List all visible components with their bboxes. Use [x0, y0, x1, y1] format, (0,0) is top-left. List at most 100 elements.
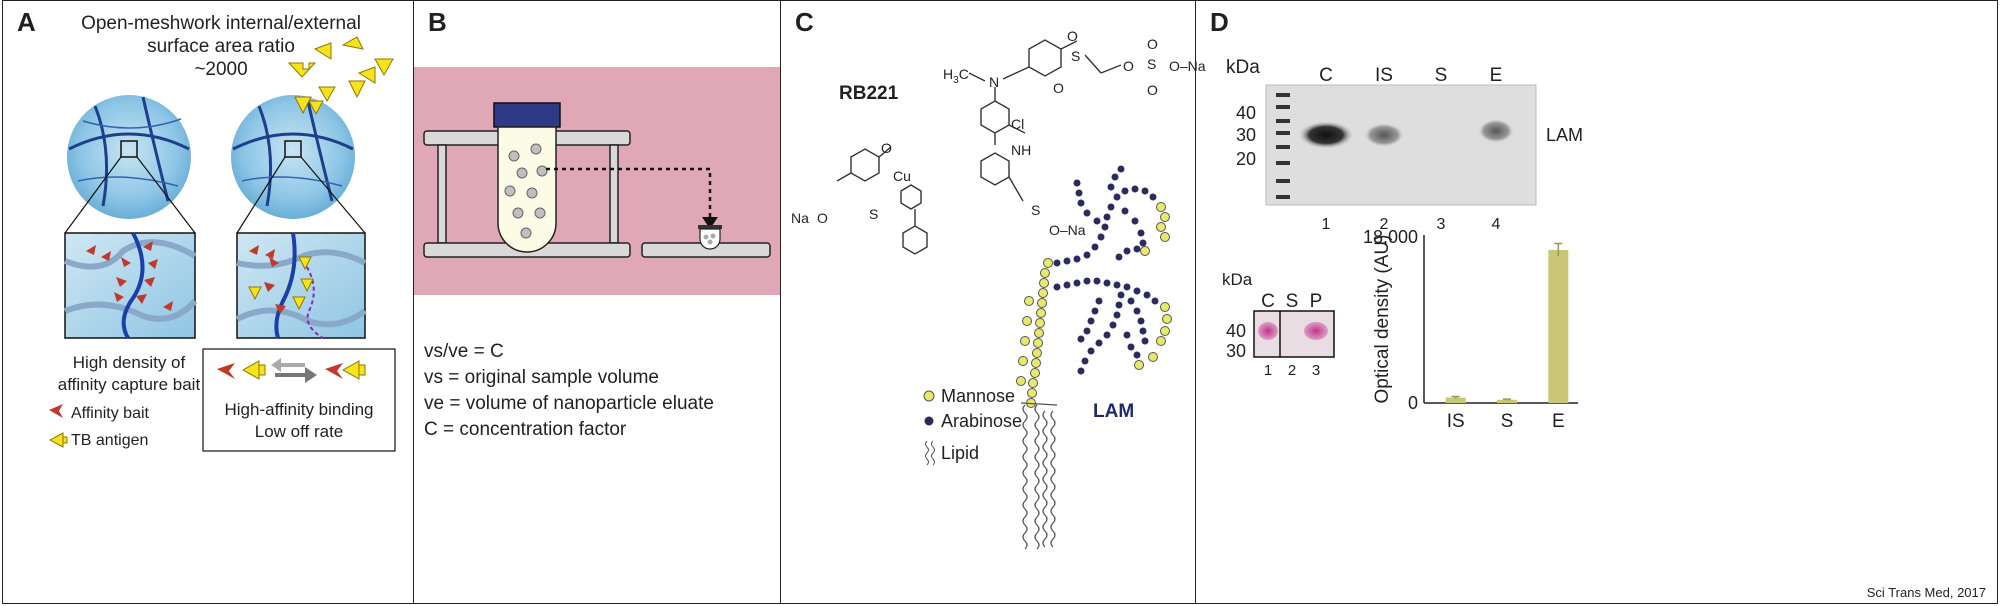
- bait-density-caption-line-2: affinity capture bait: [58, 375, 201, 394]
- atom-s-left: S: [869, 206, 878, 222]
- small-blot-lane-c: C: [1261, 291, 1275, 312]
- lipid-legend-icon: [925, 440, 935, 466]
- panel-b-figure: B vs/ve = C vs = original sample volume …: [414, 7, 780, 440]
- pink-background: [414, 67, 780, 295]
- structure-atom-labels: H3C N S O O O S O O O–Na Cl NH Cu O S Na…: [791, 28, 1206, 238]
- mannose-legend-icon: [923, 390, 935, 402]
- blot-kda-label: kDa: [1226, 57, 1260, 78]
- arabinose-branches: [1053, 165, 1159, 375]
- bar-e: [1548, 249, 1569, 403]
- atom-na-left: Na: [791, 210, 809, 226]
- panel-b: B vs/ve = C vs = original sample volume …: [413, 0, 781, 604]
- atom-h3c: H3C: [943, 66, 969, 86]
- panel-c: C RB221 H3C N S O O O S O O O–Na Cl NH C…: [780, 0, 1206, 604]
- optical-density-bar-chart: 18,000 0 Optical density (AU) IS S E: [1363, 227, 1578, 432]
- definition-vs: vs = original sample volume: [424, 367, 659, 388]
- y-axis-label: Optical density (AU): [1372, 235, 1393, 404]
- small-blot-kda-label: kDa: [1222, 270, 1253, 289]
- panel-c-letter: C: [795, 7, 814, 37]
- legend-tb-antigen: TB antigen: [71, 432, 148, 449]
- blot-lane-e: E: [1490, 65, 1503, 86]
- small-blot-lane-s: S: [1286, 291, 1299, 312]
- band-lane-4: [1478, 119, 1514, 143]
- definition-c: C = concentration factor: [424, 419, 627, 440]
- panel-a-title-line-1: Open-meshwork internal/external: [81, 13, 361, 34]
- lane-number-4: 4: [1492, 216, 1501, 233]
- lam-glycolipid: [1016, 165, 1172, 550]
- lam-label: LAM: [1093, 401, 1134, 422]
- band-lane-1: [1298, 121, 1354, 149]
- bar-s: [1497, 399, 1517, 403]
- error-bar-is: [1451, 395, 1460, 399]
- panel-b-letter: B: [428, 7, 447, 37]
- small-lane-number-3: 3: [1312, 362, 1320, 379]
- marker-20: 20: [1236, 149, 1256, 169]
- atom-s-right: S: [1031, 202, 1040, 218]
- blot-lane-s: S: [1435, 65, 1448, 86]
- lipid-anchor: [1020, 402, 1058, 550]
- y-tick-zero: 0: [1408, 393, 1418, 413]
- binding-caption-line-2: Low off rate: [255, 422, 344, 441]
- equation-concentration: vs/ve = C: [424, 341, 504, 362]
- blot-band-lam-label: LAM: [1546, 125, 1583, 145]
- atom-o-3: O: [1123, 58, 1134, 74]
- arrow-head-icon: [702, 217, 718, 229]
- x-tick-e: E: [1552, 411, 1565, 432]
- legend-mannose: Mannose: [941, 386, 1015, 406]
- affinity-bait-icon: [49, 404, 63, 418]
- x-tick-s: S: [1501, 411, 1514, 432]
- blot-lane-is: IS: [1375, 65, 1393, 86]
- bait-density-caption-line-1: High density of: [73, 353, 186, 372]
- panel-a-title-line-2: surface area ratio: [147, 36, 295, 57]
- atom-cu: Cu: [893, 168, 911, 184]
- transfer-dotted-arrow: [546, 167, 712, 217]
- error-bar-e: [1554, 242, 1563, 257]
- small-stained-blot: [1253, 310, 1335, 358]
- zoom-box-left: [63, 232, 198, 340]
- small-blot-lane-p: P: [1310, 291, 1323, 312]
- marker-30: 30: [1236, 125, 1256, 145]
- panel-a-figure: A Open-meshwork internal/external surfac…: [17, 7, 396, 452]
- eluate-vial: [698, 225, 722, 250]
- tb-antigen-icon: [48, 432, 68, 448]
- arabinose-legend-icon: [924, 416, 934, 426]
- atom-n-amine: N: [989, 74, 999, 90]
- atom-o-5: O: [1147, 82, 1158, 98]
- marker-40: 40: [1236, 103, 1256, 123]
- legend-arabinose: Arabinose: [941, 411, 1022, 431]
- panel-c-figure: C RB221 H3C N S O O O S O O O–Na Cl NH C…: [791, 7, 1206, 550]
- panel-d: D kDa C IS S E 40 30 20 LAM 1 2 3 4 kDa …: [1195, 0, 1998, 604]
- legend-affinity-bait: Affinity bait: [71, 405, 150, 422]
- atom-o-1: O: [1067, 28, 1078, 44]
- bar-is: [1445, 397, 1466, 403]
- atom-o-left: O: [817, 210, 828, 226]
- y-tick-max: 18,000: [1363, 227, 1418, 247]
- definition-ve: ve = volume of nanoparticle eluate: [424, 393, 714, 414]
- panel-a-title-line-3: ~2000: [194, 59, 247, 80]
- atom-s-sulfone: S: [1071, 48, 1080, 64]
- atom-o-carbonyl: O: [881, 140, 892, 156]
- legend-lipid: Lipid: [941, 443, 979, 463]
- citation-credit: Sci Trans Med, 2017: [1867, 585, 1986, 600]
- binding-caption-line-1: High-affinity binding: [225, 400, 374, 419]
- atom-cl: Cl: [1011, 116, 1024, 132]
- mannose-backbone: [1016, 202, 1172, 408]
- compound-name: RB221: [839, 83, 899, 104]
- sample-tube: [493, 102, 561, 253]
- x-tick-is: IS: [1447, 411, 1465, 432]
- error-bar-s: [1503, 398, 1511, 401]
- lane-number-3: 3: [1437, 216, 1446, 233]
- panel-a: A Open-meshwork internal/external surfac…: [2, 0, 414, 604]
- small-marker-30: 30: [1226, 341, 1246, 361]
- panel-a-letter: A: [17, 7, 36, 37]
- rb221-structure: [836, 39, 1122, 255]
- atom-o-4: O: [1147, 36, 1158, 52]
- panel-d-figure: D kDa C IS S E 40 30 20 LAM 1 2 3 4 kDa …: [1210, 7, 1986, 600]
- lane-number-1: 1: [1322, 216, 1331, 233]
- bar-group: IS S E: [1445, 242, 1569, 432]
- band-lane-2: [1364, 123, 1404, 147]
- small-marker-40: 40: [1226, 321, 1246, 341]
- atom-o-na-right: O–Na: [1049, 222, 1086, 238]
- panel-d-letter: D: [1210, 7, 1229, 37]
- blot-lane-c: C: [1319, 65, 1333, 86]
